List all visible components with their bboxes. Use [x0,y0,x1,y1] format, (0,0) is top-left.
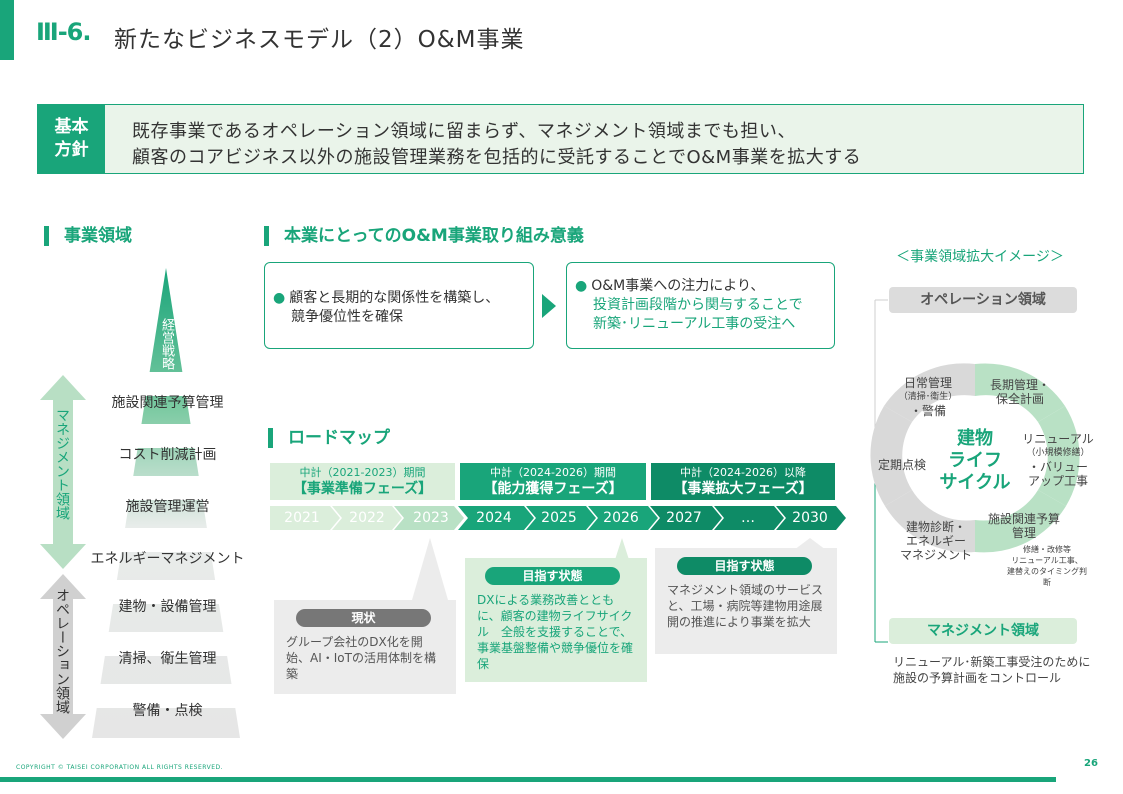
segment-diagnosis: 建物診断・ エネルギー マネジメント [899,520,972,562]
year-label: 2023 [413,510,449,526]
target-state-text: DXによる業務改善とともに、顧客の建物ライフサイクル 全般を支援することで、事業… [477,593,634,671]
domain-heading: 事業領域 [44,226,132,246]
significance-box-2: ●O&M事業への注力により、 投資計画段階から関与することで 新築･リニューアル… [566,262,835,349]
basic-policy-line1: 既存事業であるオペレーション領域に留まらず、マネジメント領域までも担い、 [132,121,796,142]
image-heading: ＜事業領域拡大イメージ＞ [896,249,1064,265]
management-area-description: リニューアル･新築工事受注のために 施設の予算計画をコントロール [893,655,1091,685]
operation-area-label: オペレーション領域 [54,588,70,714]
target-state-text: マネジメント領域のサービスと、工場・病院等建物用途展開の推進により事業を拡大 [667,583,824,629]
basic-policy-label: 基本 方針 [38,105,105,173]
header-accent-bar [0,0,14,60]
year-timeline [270,506,846,530]
basic-policy-box: 基本 方針 既存事業であるオペレーション領域に留まらず、マネジメント領域までも担… [37,104,1084,174]
pyramid-graphic [40,268,256,739]
domain-row: 警備・点検 [132,703,203,719]
management-arrow [40,375,86,569]
year-label: 2026 [603,510,639,526]
target-state-label: 目指す状態 [485,567,620,585]
segment-renewal: リニューアル （小規模修繕） ・バリュー アップ工事 [1022,432,1094,488]
segment-budget-sub: 修繕・改修等 リニューアル工事、 建替えのタイミング判断 [1007,545,1087,587]
target-state-box-1: 目指す状態 DXによる業務改善とともに、顧客の建物ライフサイクル 全般を支援する… [465,558,647,682]
year-label: … [741,510,755,526]
segment-inspection: 定期点検 [877,458,926,472]
management-area-badge: マネジメント領域 [889,618,1077,644]
bullet-icon: ● [273,290,286,306]
roadmap-heading: ロードマップ [268,428,390,448]
page-number: 26 [1084,758,1098,769]
domain-row: コスト削減計画 [118,447,217,463]
domain-row: 清掃、衛生管理 [118,651,217,667]
year-label: 2021 [284,510,320,526]
arrow-right-icon [542,294,556,318]
target-state-box-2: 目指す状態 マネジメント領域のサービスと、工場・病院等建物用途展開の推進により事… [655,548,837,654]
basic-policy-line2: 顧客のコアビジネス以外の施設管理業務を包括的に受託することでO&M事業を拡大する [132,147,862,168]
segment-long-term: 長期管理・ 保全計画 [989,378,1050,406]
section-number: Ⅲ-6. [36,18,91,46]
current-state-box: 現状 グループ会社のDX化を開始、AI・IoTの活用体制を構築 [274,600,456,694]
domain-row: 施設管理運営 [125,499,210,515]
pyramid-top-label: 経営戦略 [159,318,174,370]
domain-row: エネルギーマネジメント [90,551,245,567]
phase-2: 中計（2024-2026）期間 【能力獲得フェーズ】 [460,463,646,500]
footer-bar [0,777,1056,782]
copyright: COPYRIGHT © TAISEI CORPORATION ALL RIGHT… [16,764,224,771]
page-title: 新たなビジネスモデル（2）O&M事業 [114,27,525,53]
lifecycle-graphic [870,299,1080,643]
year-label: 2022 [349,510,385,526]
segment-budget: 施設関連予算 管理 [987,512,1060,540]
year-label: 2024 [476,510,512,526]
current-state-label: 現状 [296,609,431,627]
lifecycle-center-label: 建物 ライフ サイクル [939,428,1011,493]
management-area-label: マネジメント領域 [54,408,70,520]
phase-3: 中計（2024-2026）以降 【事業拡大フェーズ】 [651,463,835,500]
target-state-label: 目指す状態 [677,557,812,575]
domain-row: 施設関連予算管理 [111,395,224,411]
year-label: 2030 [792,510,828,526]
current-state-text: グループ会社のDX化を開始、AI・IoTの活用体制を構築 [286,635,436,681]
phase-1: 中計（2021-2023）期間 【事業準備フェーズ】 [270,463,455,500]
bullet-icon: ● [575,278,588,294]
year-label: 2025 [541,510,577,526]
domain-row: 建物・設備管理 [118,599,217,615]
operation-arrow [40,574,86,739]
year-label: 2027 [666,510,702,526]
significance-heading: 本業にとってのO&M事業取り組み意義 [264,226,584,246]
segment-daily: 日常管理 （清掃･衛生） ・警備 [898,376,958,418]
pyramid-shape [92,268,240,738]
operation-area-badge: オペレーション領域 [889,287,1077,313]
significance-box-1: ●顧客と長期的な関係性を構築し、 競争優位性を確保 [264,262,534,349]
